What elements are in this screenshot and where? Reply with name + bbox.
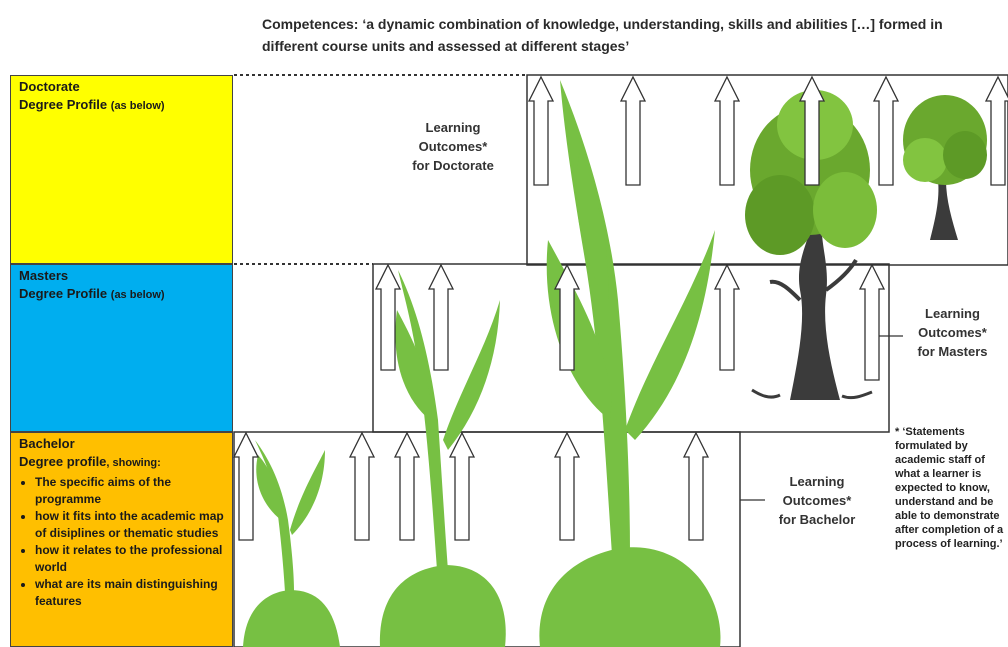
bachelor-outcome-box xyxy=(233,431,741,647)
doctorate-subtitle-main: Degree Profile xyxy=(19,97,108,112)
arrows-group xyxy=(232,75,1008,541)
bachelor-subtitle-note: , showing: xyxy=(106,457,161,469)
lo-line: for Masters xyxy=(917,344,988,359)
doctorate-subtitle-note: (as below) xyxy=(110,100,165,112)
bachelor-bullet: how it relates to the professional world xyxy=(35,542,224,576)
up-arrow-icon xyxy=(619,75,647,186)
up-arrow-icon xyxy=(527,75,555,186)
up-arrow-icon xyxy=(348,431,376,541)
masters-level-box: Masters Degree Profile (as below) xyxy=(10,264,233,432)
medium-plant-icon xyxy=(379,270,506,647)
up-arrow-icon xyxy=(984,75,1008,186)
header-line-1: Competences: ‘a dynamic combination of k… xyxy=(262,16,943,32)
lo-line: Outcomes* xyxy=(418,139,488,154)
masters-subtitle-main: Degree Profile xyxy=(19,286,108,301)
up-arrow-icon xyxy=(858,263,886,381)
lo-line: Learning xyxy=(925,306,980,321)
doctorate-learning-outcomes-label: Learning Outcomes* for Doctorate xyxy=(398,118,508,175)
up-arrow-icon xyxy=(713,75,741,186)
large-plant-icon xyxy=(539,80,721,647)
competences-header: Competences: ‘a dynamic combination of k… xyxy=(262,13,992,57)
up-arrow-icon xyxy=(553,431,581,541)
bachelor-subtitle-main: Degree profile xyxy=(19,454,107,469)
header-line-2: different course units and assessed at d… xyxy=(262,38,630,54)
up-arrow-icon xyxy=(713,263,741,371)
lo-line: Learning xyxy=(425,120,481,135)
small-tree-icon xyxy=(903,95,987,240)
lo-line: for Doctorate xyxy=(412,158,494,173)
lo-line: Learning xyxy=(789,474,845,489)
up-arrow-icon xyxy=(232,431,260,541)
bachelor-level-box: Bachelor Degree profile, showing: The sp… xyxy=(10,432,233,647)
masters-title: Masters xyxy=(19,268,69,283)
lo-line: Outcomes* xyxy=(782,493,852,508)
bachelor-title: Bachelor xyxy=(19,436,75,451)
lo-line: Outcomes* xyxy=(918,325,987,340)
footnote: * ‘Statements formulated by academic sta… xyxy=(895,426,1004,550)
bachelor-bullet: how it fits into the academic map of dis… xyxy=(35,508,224,542)
up-arrow-icon xyxy=(798,75,826,186)
masters-learning-outcomes-label: Learning Outcomes* for Masters xyxy=(900,304,1005,361)
bachelor-bullet: what are its main distinguishing feature… xyxy=(35,576,224,610)
up-arrow-icon xyxy=(393,431,421,541)
small-plant-icon xyxy=(243,440,340,647)
doctorate-level-box: Doctorate Degree Profile (as below) xyxy=(10,75,233,264)
bachelor-subtitle: Degree profile, showing: xyxy=(19,453,224,472)
up-arrow-icon xyxy=(448,431,476,541)
doctorate-title: Doctorate xyxy=(19,79,80,94)
up-arrow-icon xyxy=(553,263,581,371)
doctorate-outcome-box xyxy=(526,74,1008,266)
doctorate-subtitle: Degree Profile (as below) xyxy=(19,96,224,115)
bachelor-learning-outcomes-label: Learning Outcomes* for Bachelor xyxy=(762,472,872,529)
up-arrow-icon xyxy=(374,263,402,371)
masters-subtitle-note: (as below) xyxy=(110,289,165,301)
lo-line: for Bachelor xyxy=(778,512,856,527)
bachelor-bullet-list: The specific aims of the programme how i… xyxy=(19,474,224,610)
bachelor-bullet: The specific aims of the programme xyxy=(35,474,224,508)
up-arrow-icon xyxy=(682,431,710,541)
up-arrow-icon xyxy=(427,263,455,371)
up-arrow-icon xyxy=(872,75,900,186)
masters-subtitle: Degree Profile (as below) xyxy=(19,285,224,304)
